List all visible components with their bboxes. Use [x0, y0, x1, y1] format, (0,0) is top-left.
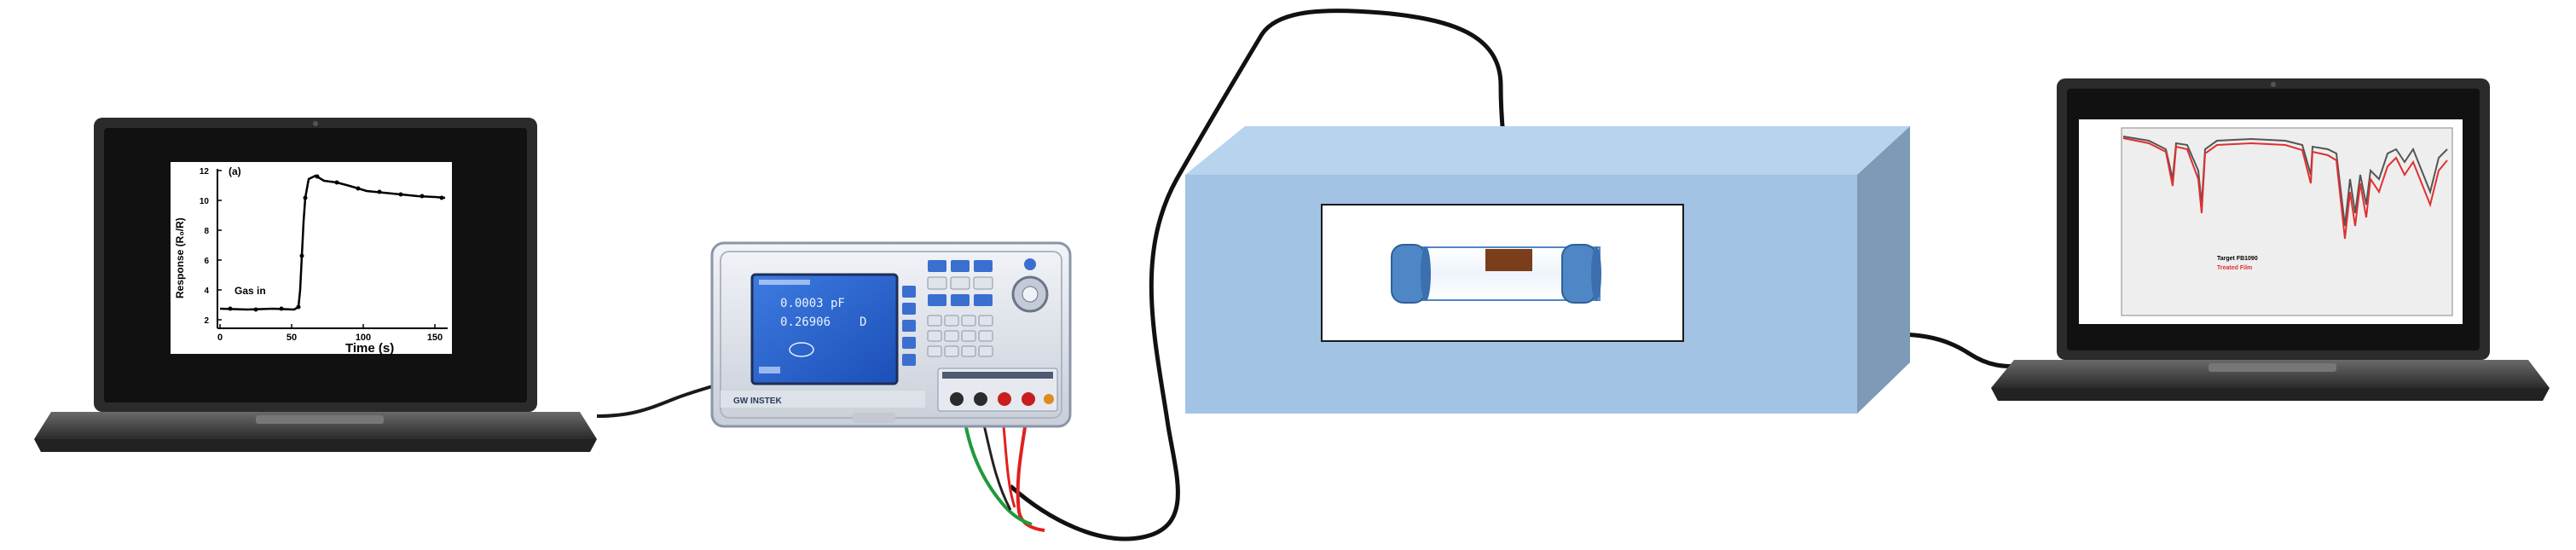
left-chart-y-tick-label: 10 [200, 197, 210, 206]
right-chart-spectrum-red [2122, 137, 2448, 240]
right-chart-legend-2: Treated Film [2217, 265, 2252, 271]
sensor-sample [1485, 249, 1532, 271]
cable-laptop-to-meter [596, 382, 721, 418]
lcr-meter-reading-d: 0.26906 [780, 316, 831, 329]
left-chart-xlabel: Time (s) [345, 341, 394, 356]
left-screen-chart-bg [171, 162, 452, 354]
right-laptop: Target FB1090 Treated Film [1991, 78, 2550, 401]
green-test-lead [962, 410, 1033, 526]
left-chart-annotation: Gas in [234, 285, 266, 297]
lcr-meter-display-icon [789, 342, 814, 357]
lcr-meter-keypad [927, 260, 993, 357]
chamber-top-face [1185, 126, 1910, 175]
left-chart-x-tick-label: 0 [217, 333, 223, 343]
left-chart-ylabel: Response (R₀/R) [174, 217, 186, 298]
right-laptop-base [1991, 360, 2550, 388]
left-chart-x-tick-label: 100 [356, 333, 371, 343]
right-laptop-webcam [2271, 82, 2276, 87]
left-screen-chart: 2 4 6 8 10 12 0 50 100 150 (a) Response (R₀/R) T… [171, 162, 452, 356]
left-chart-markers [228, 174, 444, 312]
lcr-meter-reading-capacitance: 0.0003 pF [780, 297, 845, 310]
lcr-meter-display [750, 273, 899, 385]
left-laptop-webcam [313, 121, 318, 126]
lcr-meter: 0.0003 pF 0.26906 D [710, 241, 1072, 428]
left-laptop-base [34, 412, 597, 439]
left-chart-x-tick-label: 150 [427, 333, 443, 343]
left-chart-y-tick-label: 6 [204, 257, 209, 266]
lcr-meter-brand: GW INSTEK [733, 397, 782, 406]
lcr-meter-reading-d-unit: D [860, 316, 866, 329]
left-chart-y-tick-label: 12 [200, 167, 210, 177]
red-test-lead [1016, 408, 1045, 532]
chamber-side-face [1857, 126, 1910, 414]
left-laptop: 2 4 6 8 10 12 0 50 100 150 (a) Response (R₀/R) T… [34, 118, 597, 452]
lcr-meter-softkeys [902, 286, 916, 366]
left-chart-panel-label: (a) [229, 165, 241, 177]
left-chart-y-tick-label: 4 [204, 287, 209, 296]
right-chart-legend-1: Target FB1090 [2217, 256, 2258, 262]
cable-meter-to-sensor [1009, 9, 1522, 541]
left-chart-y-ticks: 2 4 6 8 10 12 [200, 167, 222, 326]
gas-chamber [1185, 126, 1910, 414]
left-chart-y-tick-label: 2 [204, 316, 209, 326]
left-chart-x-ticks: 0 50 100 150 [217, 324, 443, 343]
left-chart-x-tick-label: 50 [287, 333, 297, 343]
right-chart-spectrum-gray [2122, 136, 2448, 227]
left-chart-y-tick-label: 8 [204, 227, 209, 236]
left-chart-response-curve [219, 174, 446, 311]
right-screen-chart: Target FB1090 Treated Film [2079, 119, 2463, 324]
lcr-meter-terminals [950, 392, 1054, 406]
